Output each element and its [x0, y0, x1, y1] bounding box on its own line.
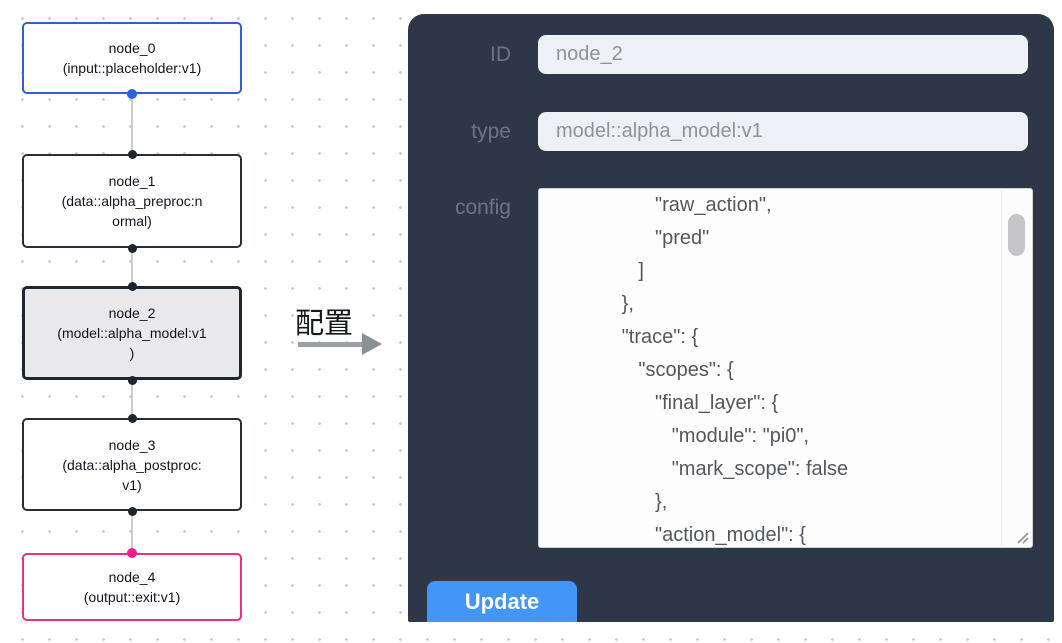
- node-subtitle-line: ): [129, 345, 135, 361]
- node-subtitle-line: ormal): [112, 213, 152, 229]
- node-title: node_2: [108, 305, 156, 321]
- config-field-label: config: [454, 196, 511, 219]
- id-input[interactable]: [538, 35, 1028, 74]
- node-node_4[interactable]: node_4 (output::exit:v1): [22, 553, 242, 621]
- node-title: node_1: [108, 173, 156, 189]
- node-node_1[interactable]: node_1 (data::alpha_preproc:n ormal): [22, 154, 242, 248]
- node-node_3[interactable]: node_3 (data::alpha_postproc: v1): [22, 418, 242, 511]
- node-subtitle-line: (data::alpha_preproc:n: [61, 193, 203, 209]
- arrow-right-head-icon: [362, 333, 382, 355]
- input-port-node_3[interactable]: [127, 413, 137, 423]
- output-port-node_1[interactable]: [127, 243, 137, 253]
- node-subtitle-line: (input::placeholder:v1): [62, 60, 202, 76]
- edge-node_3-node_4: [131, 511, 133, 553]
- type-input[interactable]: [538, 112, 1028, 151]
- input-port-node_4[interactable]: [127, 548, 137, 558]
- output-port-node_3[interactable]: [127, 506, 137, 516]
- config-editor[interactable]: "raw_action", "pred" ] }, "trace": { "sc…: [538, 188, 1033, 548]
- id-field-label: ID: [490, 43, 511, 66]
- type-field-label: type: [471, 120, 511, 143]
- node-node_0[interactable]: node_0 (input::placeholder:v1): [22, 22, 242, 94]
- node-subtitle-line: (model::alpha_model:v1: [57, 325, 207, 341]
- resize-handle-icon[interactable]: [1012, 527, 1030, 545]
- scrollbar-thumb[interactable]: [1008, 214, 1025, 256]
- output-port-node_0[interactable]: [127, 89, 137, 99]
- node-title: node_4: [108, 569, 156, 585]
- transition-label: 配置: [295, 308, 354, 340]
- output-port-node_2[interactable]: [127, 375, 137, 385]
- edge-node_1-node_2: [131, 248, 133, 286]
- input-port-node_1[interactable]: [127, 149, 137, 159]
- node-title: node_0: [108, 40, 156, 56]
- scrollbar-track: [1001, 190, 1031, 546]
- config-json-text: "raw_action", "pred" ] }, "trace": { "sc…: [621, 194, 849, 546]
- arrow-right-icon: [298, 342, 364, 347]
- node-node_2-selected[interactable]: node_2 (model::alpha_model:v1 ): [22, 286, 242, 380]
- edge-node_0-node_1: [131, 94, 133, 154]
- input-port-node_2[interactable]: [127, 281, 137, 291]
- edge-node_2-node_3: [131, 380, 133, 418]
- node-subtitle-line: v1): [122, 476, 142, 493]
- node-title: node_3: [108, 436, 156, 453]
- node-subtitle-line: (data::alpha_postproc:: [62, 456, 202, 473]
- update-button[interactable]: Update: [427, 581, 577, 622]
- node-subtitle-line: (output::exit:v1): [83, 589, 181, 605]
